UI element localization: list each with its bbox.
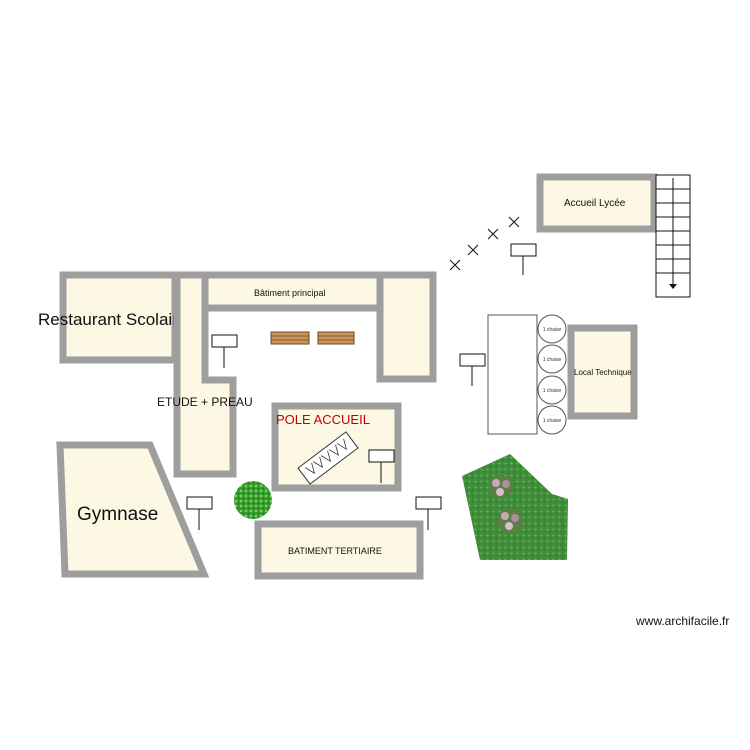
room-label-batiment-principal: Bâtiment principal xyxy=(254,288,326,298)
room-label-restaurant: Restaurant Scolaire xyxy=(38,310,187,329)
signpost-icon xyxy=(186,496,213,530)
room-label-batiment-tertiaire: BATIMENT TERTIAIRE xyxy=(288,546,382,556)
room-accueil-lycee xyxy=(536,173,658,233)
room-label-etude-preau: ETUDE + PREAU xyxy=(157,395,253,409)
flower-bush-icon xyxy=(497,508,523,534)
room-label-local-technique: Local Technique xyxy=(574,368,632,377)
signpost-icon xyxy=(459,353,486,386)
signpost-icon xyxy=(368,449,395,483)
chair-label: 1 chaise xyxy=(543,388,562,394)
chair-icon: 1 chaise xyxy=(537,314,567,344)
tree-icon xyxy=(234,481,272,519)
room-label-accueil-lycee: Accueil Lycée xyxy=(564,198,626,209)
chair-label: 1 chaise xyxy=(543,357,562,363)
chair-label: 1 chaise xyxy=(543,418,562,424)
garden-area xyxy=(462,454,568,560)
bench-right-icon xyxy=(317,331,355,345)
chair-icon: 1 chaise xyxy=(537,375,567,405)
signpost-icon xyxy=(415,496,442,530)
room-batiment-tertiaire xyxy=(254,520,424,580)
flower-bush-icon xyxy=(489,475,513,499)
room-gymnase xyxy=(56,441,210,578)
signpost-icon xyxy=(211,334,238,368)
bike-rack-icon xyxy=(297,431,359,485)
room-label-gymnase: Gymnase xyxy=(77,504,158,525)
room-batiment-principal-wing xyxy=(376,271,437,383)
chair-icon: 1 chaise xyxy=(537,344,567,374)
watermark[interactable]: www.archifacile.fr xyxy=(636,614,730,628)
chair-icon: 1 chaise xyxy=(537,405,567,435)
chair-label: 1 chaise xyxy=(543,327,562,333)
room-label-pole-accueil: POLE ACCUEIL xyxy=(276,412,370,427)
fence-crosses-icon xyxy=(449,216,520,271)
signpost-icon xyxy=(510,243,537,275)
staircase-icon xyxy=(655,174,691,298)
room-local-technique xyxy=(567,324,638,420)
table xyxy=(487,314,538,435)
bench-left-icon xyxy=(270,331,310,345)
room-restaurant-scolaire xyxy=(59,271,179,364)
